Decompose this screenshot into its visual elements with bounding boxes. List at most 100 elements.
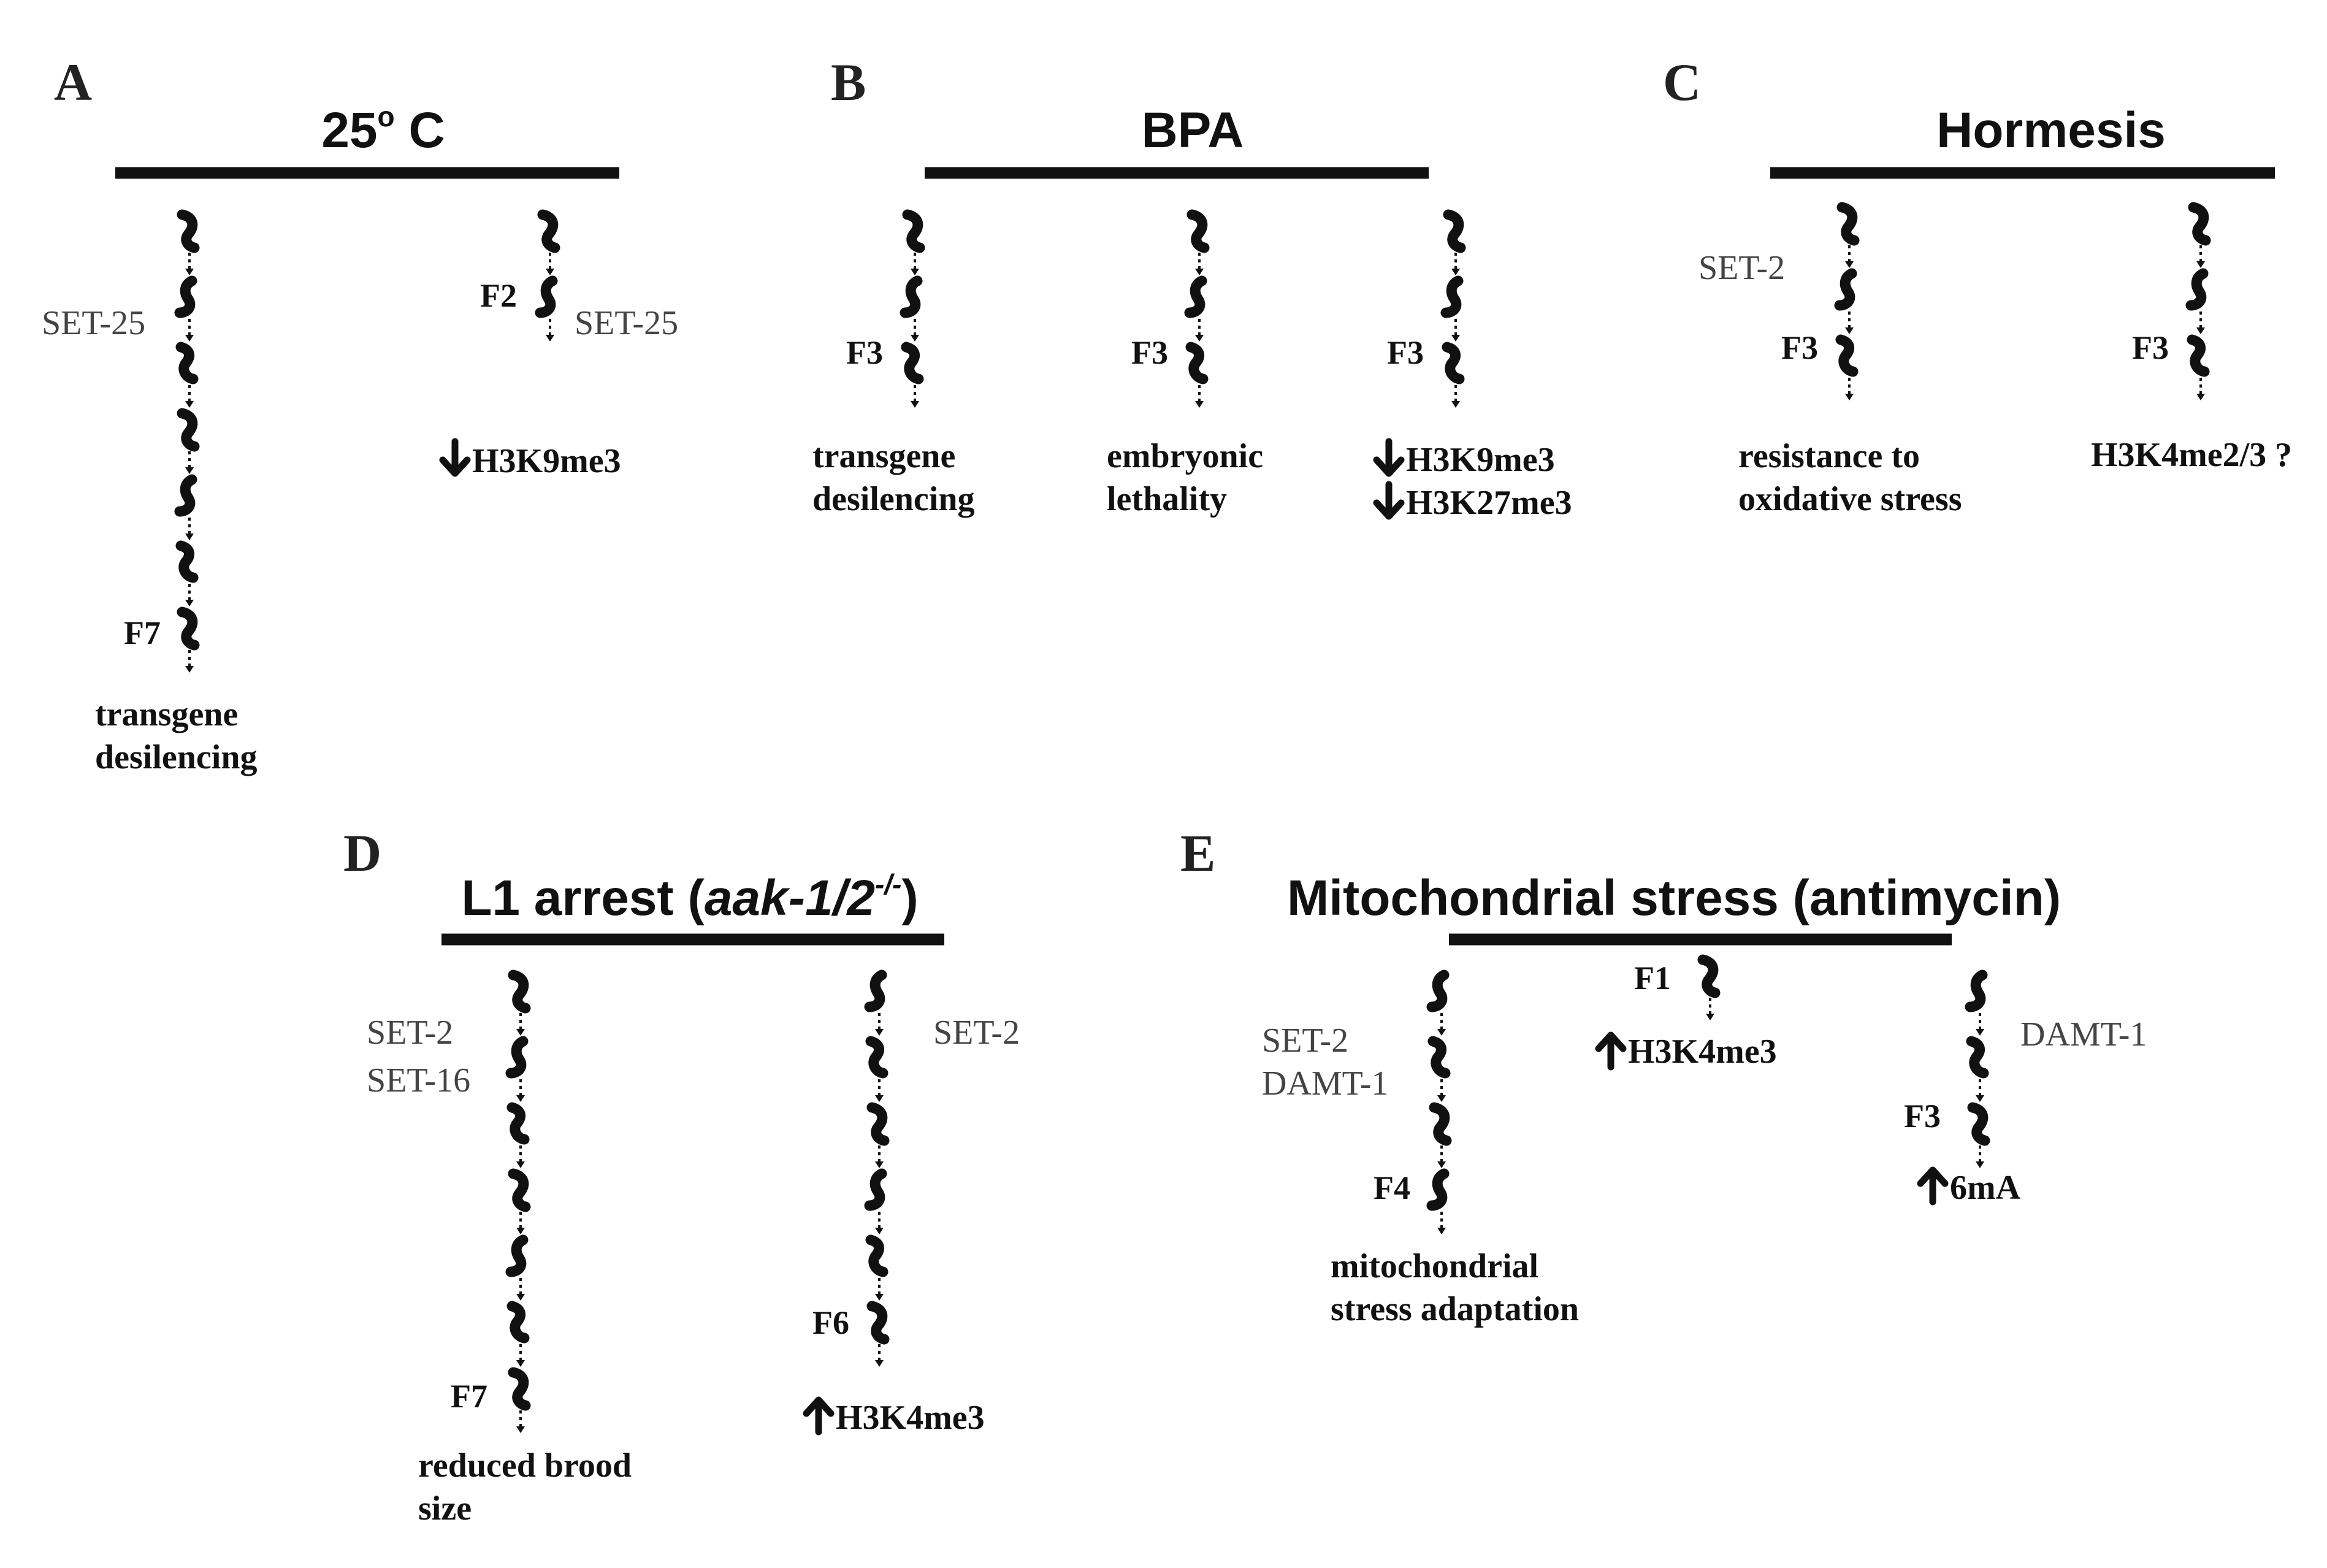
panel-c-col2-lineage xyxy=(2185,202,2211,400)
panel-b-col1-lineage xyxy=(900,209,925,408)
panel-e-col3-outcome: 6mA xyxy=(1950,1169,2021,1207)
arrowhead-icon xyxy=(546,335,554,342)
arrowhead-icon xyxy=(516,1294,525,1301)
down-arrow-icon xyxy=(1373,481,1405,520)
panel-a-col1-outcome-line1: transgene xyxy=(95,695,238,733)
worm-icon xyxy=(506,1102,530,1145)
down-arrow-icon xyxy=(439,438,471,477)
panel-d-col2-enzyme: SET-2 xyxy=(933,1014,1020,1052)
panel-label-b: B xyxy=(831,53,866,112)
arrowhead-icon xyxy=(1976,1161,1984,1168)
worm-icon xyxy=(1427,1036,1451,1079)
panel-c-col2-outcome: H3K4me2/3 ? xyxy=(2091,436,2292,474)
worm-icon xyxy=(2187,334,2210,377)
panel-e: E Mitochondrial stress (antimycin) SET-2… xyxy=(1180,824,2147,1328)
arrowhead-icon xyxy=(185,534,194,540)
panel-c-col1-enzyme: SET-2 xyxy=(1698,249,1785,287)
worm-icon xyxy=(1426,1168,1450,1211)
panel-b-col1-outcome-line1: transgene xyxy=(812,437,955,475)
panel-c-col2-generation: F3 xyxy=(2132,329,2169,366)
panel-e-col1-generation: F4 xyxy=(1374,1169,1410,1206)
worm-icon xyxy=(177,606,200,651)
panel-c-col1-lineage xyxy=(1834,202,1860,400)
worm-icon xyxy=(1429,1102,1452,1146)
panel-label-e: E xyxy=(1180,824,1215,882)
worm-icon xyxy=(864,1168,887,1211)
arrowhead-icon xyxy=(516,1228,525,1234)
panel-a-col1-generation: F7 xyxy=(124,614,161,651)
worm-icon xyxy=(177,209,200,253)
panel-d-col1-outcome-line1: reduced brood xyxy=(418,1447,632,1485)
worm-icon xyxy=(506,1301,530,1344)
panel-e-col2-lineage xyxy=(1697,954,1721,1020)
panel-d-col2-outcome: H3K4me3 xyxy=(836,1399,985,1437)
panel-label-a: A xyxy=(54,53,92,112)
worm-icon xyxy=(1443,209,1466,253)
panel-label-c: C xyxy=(1663,53,1701,112)
arrowhead-icon xyxy=(875,1095,884,1102)
arrowhead-icon xyxy=(1845,261,1854,268)
panel-e-col1-enzyme-2: DAMT-1 xyxy=(1262,1065,1388,1103)
arrowhead-icon xyxy=(875,1228,884,1234)
worm-icon xyxy=(1185,342,1209,384)
worm-icon xyxy=(865,1036,888,1079)
panel-d-col1-lineage xyxy=(505,969,531,1433)
worm-icon xyxy=(1697,954,1721,998)
panel-b-col1-outcome-line2: desilencing xyxy=(812,480,974,518)
worm-icon xyxy=(2185,268,2209,311)
up-arrow-icon xyxy=(1917,1166,1949,1206)
panel-a-title-unit: C xyxy=(395,102,445,158)
arrowhead-icon xyxy=(1976,1029,1984,1036)
worm-icon xyxy=(1184,275,1207,318)
arrowhead-icon xyxy=(1437,1161,1446,1168)
panel-e-col1-enzyme-1: SET-2 xyxy=(1262,1022,1348,1060)
arrowhead-icon xyxy=(875,1294,884,1301)
arrowhead-icon xyxy=(185,335,194,342)
panel-e-col1-outcome-line1: mitochondrial xyxy=(1331,1247,1538,1285)
worm-icon xyxy=(1966,1036,1989,1079)
panel-a: A 25o C SET-25 F7 transgene desilencing … xyxy=(42,53,678,776)
panel-a-col2-lineage xyxy=(535,209,560,342)
worm-icon xyxy=(535,275,558,318)
panel-d-title-gene: aak-1/2 xyxy=(705,870,875,926)
worm-icon xyxy=(902,209,925,253)
down-arrow-icon xyxy=(1373,438,1405,477)
arrowhead-icon xyxy=(875,1029,884,1036)
arrowhead-icon xyxy=(1437,1095,1446,1102)
worm-icon xyxy=(1965,969,1988,1012)
panel-e-col1-outcome-line2: stress adaptation xyxy=(1331,1290,1579,1328)
arrowhead-icon xyxy=(185,666,194,673)
worm-icon xyxy=(175,540,199,583)
arrowhead-icon xyxy=(1195,269,1204,275)
arrowhead-icon xyxy=(1845,394,1854,400)
panel-d-col1-generation: F7 xyxy=(451,1378,487,1415)
panel-b-col2-outcome-line1: embryonic xyxy=(1107,437,1263,475)
arrowhead-icon xyxy=(185,467,194,474)
up-arrow-icon xyxy=(1595,1031,1627,1071)
worm-icon xyxy=(2188,202,2211,246)
arrowhead-icon xyxy=(516,1426,525,1433)
worm-icon xyxy=(900,275,923,318)
worm-icon xyxy=(177,408,200,452)
panel-a-col1-outcome-line2: desilencing xyxy=(95,738,257,776)
panel-a-title: 25o C xyxy=(321,101,445,158)
panel-b-col3-lineage xyxy=(1440,209,1466,408)
panel-e-col2-generation: F1 xyxy=(1634,960,1671,996)
worm-icon xyxy=(174,474,197,517)
worm-icon xyxy=(864,969,887,1012)
panel-d-col2-generation: F6 xyxy=(812,1304,849,1341)
worm-icon xyxy=(508,1168,531,1212)
worm-icon xyxy=(1836,202,1860,246)
arrowhead-icon xyxy=(185,401,194,408)
arrowhead-icon xyxy=(1845,327,1854,334)
arrowhead-icon xyxy=(911,269,919,275)
panel-a-title-value: 25 xyxy=(321,102,377,158)
arrowhead-icon xyxy=(516,1360,525,1367)
arrowhead-icon xyxy=(875,1360,884,1367)
arrowhead-icon xyxy=(185,269,194,275)
panel-b-col3-generation: F3 xyxy=(1387,334,1424,371)
panel-e-col3-generation: F3 xyxy=(1904,1098,1941,1134)
worm-icon xyxy=(866,1301,890,1345)
panel-d-col2-lineage xyxy=(864,969,890,1367)
panel-e-col3-lineage xyxy=(1965,969,1990,1168)
